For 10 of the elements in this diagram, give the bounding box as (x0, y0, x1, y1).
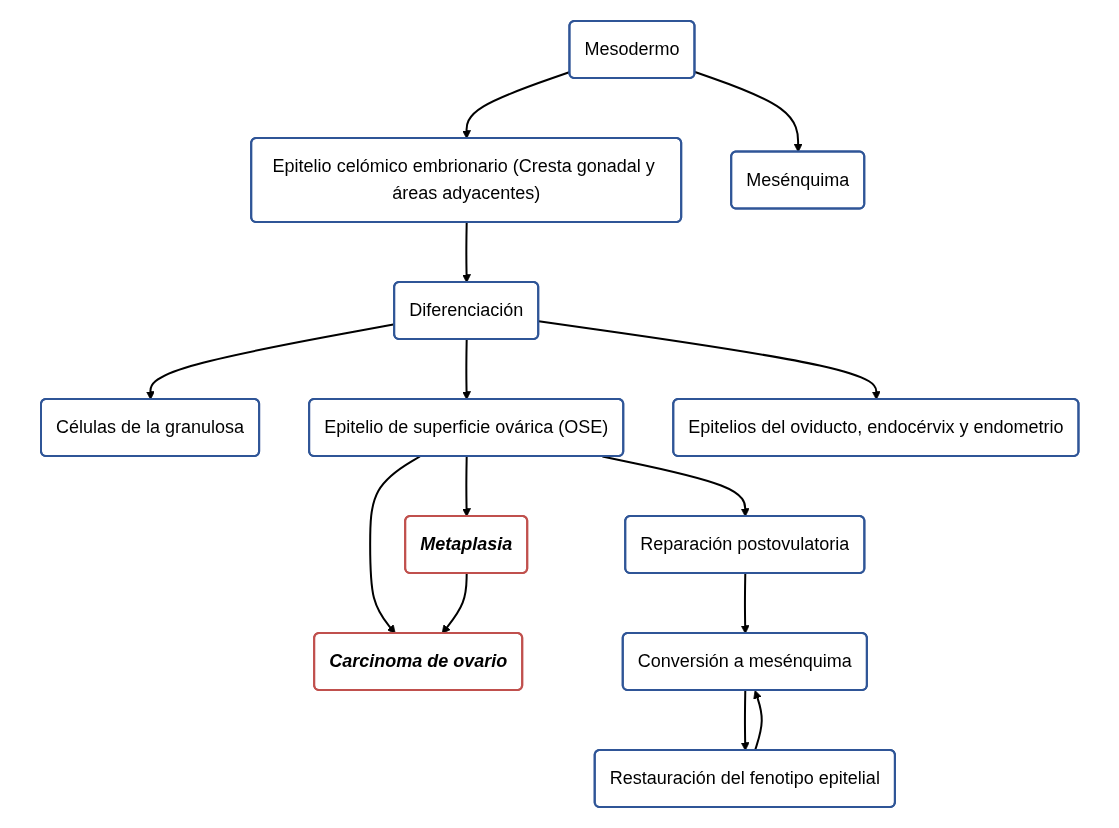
arrow (753, 690, 763, 752)
arrow (461, 338, 471, 400)
arrow (693, 71, 803, 153)
arrow (740, 689, 750, 751)
arrow (461, 455, 471, 517)
arrow (368, 455, 421, 634)
arrow (441, 572, 468, 634)
arrow (740, 572, 750, 634)
arrow (461, 221, 471, 283)
arrow (537, 320, 881, 400)
